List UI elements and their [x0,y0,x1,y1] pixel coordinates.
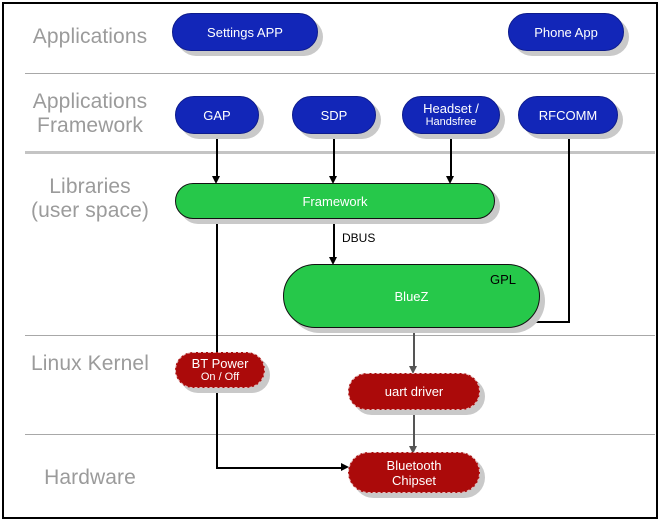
node-label: RFCOMM [538,107,598,123]
edge-sdp-framework-line [333,133,335,177]
edge-gap-framework-arrow [212,176,220,184]
node-body [172,13,318,51]
node-uart-driver[interactable]: uart driver [348,373,485,415]
node-sdp[interactable]: SDP [292,96,381,139]
edge-label-dbus: DBUS [340,231,378,245]
node-body [402,96,500,134]
node-body [518,96,618,134]
node-body [283,264,540,328]
node-gap[interactable]: GAP [175,96,264,139]
edge-gap-framework-line [216,133,218,177]
node-label: Bluetooth [386,457,442,473]
layer-label-applications: Applications [32,25,148,48]
node-phone-app[interactable]: Phone App [508,13,629,56]
node-label: Headset / [423,101,479,116]
node-body [348,373,480,410]
node-label: SDP [320,107,348,123]
layer-label-libraries: Libraries (user space) [31,175,149,222]
separator-libraries [25,335,655,336]
node-headset-handsfree[interactable]: Headset / Handsfree [402,96,505,139]
node-sublabel: Chipset [391,472,437,488]
edge-bluez-uart-arrow [409,366,417,374]
node-label: Settings APP [207,24,283,40]
node-label: BT Power [191,356,249,371]
edge-chipset-arrow [341,463,349,471]
node-label: Phone App [534,24,598,40]
node-bluez[interactable]: GPL BlueZ [283,264,545,333]
edge-sdp-framework-arrow [329,176,337,184]
edge-uart-chipset-arrow [409,446,417,454]
edge-rfcomm-vertical [568,133,570,323]
node-label: GAP [203,107,231,123]
node-label: uart driver [384,384,444,399]
edge-framework-bluez-line [333,218,335,258]
node-body [175,96,259,134]
node-rfcomm[interactable]: RFCOMM [518,96,623,139]
node-body [348,452,480,493]
separator-linux-kernel [25,434,655,435]
node-label: BlueZ [394,288,429,304]
edge-framework-chipset-vertical [216,218,218,468]
node-body [175,183,495,219]
edge-headset-framework-arrow [446,176,454,184]
node-body [175,352,265,388]
node-badge-gpl: GPL [489,272,516,287]
edge-rfcomm-horizontal [528,321,570,323]
edge-uart-chipset-line [413,410,415,448]
node-framework[interactable]: Framework [175,183,500,224]
layer-label-linux-kernel: Linux Kernel [31,352,149,375]
layer-label-hardware: Hardware [44,466,136,489]
node-bluetooth-chipset[interactable]: Bluetooth Chipset [348,452,485,498]
node-sublabel: On / Off [200,371,240,383]
edge-bluez-uart-line [413,328,415,368]
edge-framework-chipset-horizontal [216,467,342,469]
edge-headset-framework-line [450,133,452,177]
layer-label-applications-framework: Applications Framework [32,90,148,137]
node-settings-app[interactable]: Settings APP [172,13,323,56]
node-sublabel: Handsfree [425,116,477,128]
node-body [508,13,624,51]
node-label: Framework [302,193,368,209]
separator-applications-framework [25,151,655,154]
node-bt-power[interactable]: BT Power On / Off [175,352,270,393]
edge-framework-bluez-arrow [329,257,337,265]
separator-applications [25,73,655,74]
node-body [292,96,376,134]
